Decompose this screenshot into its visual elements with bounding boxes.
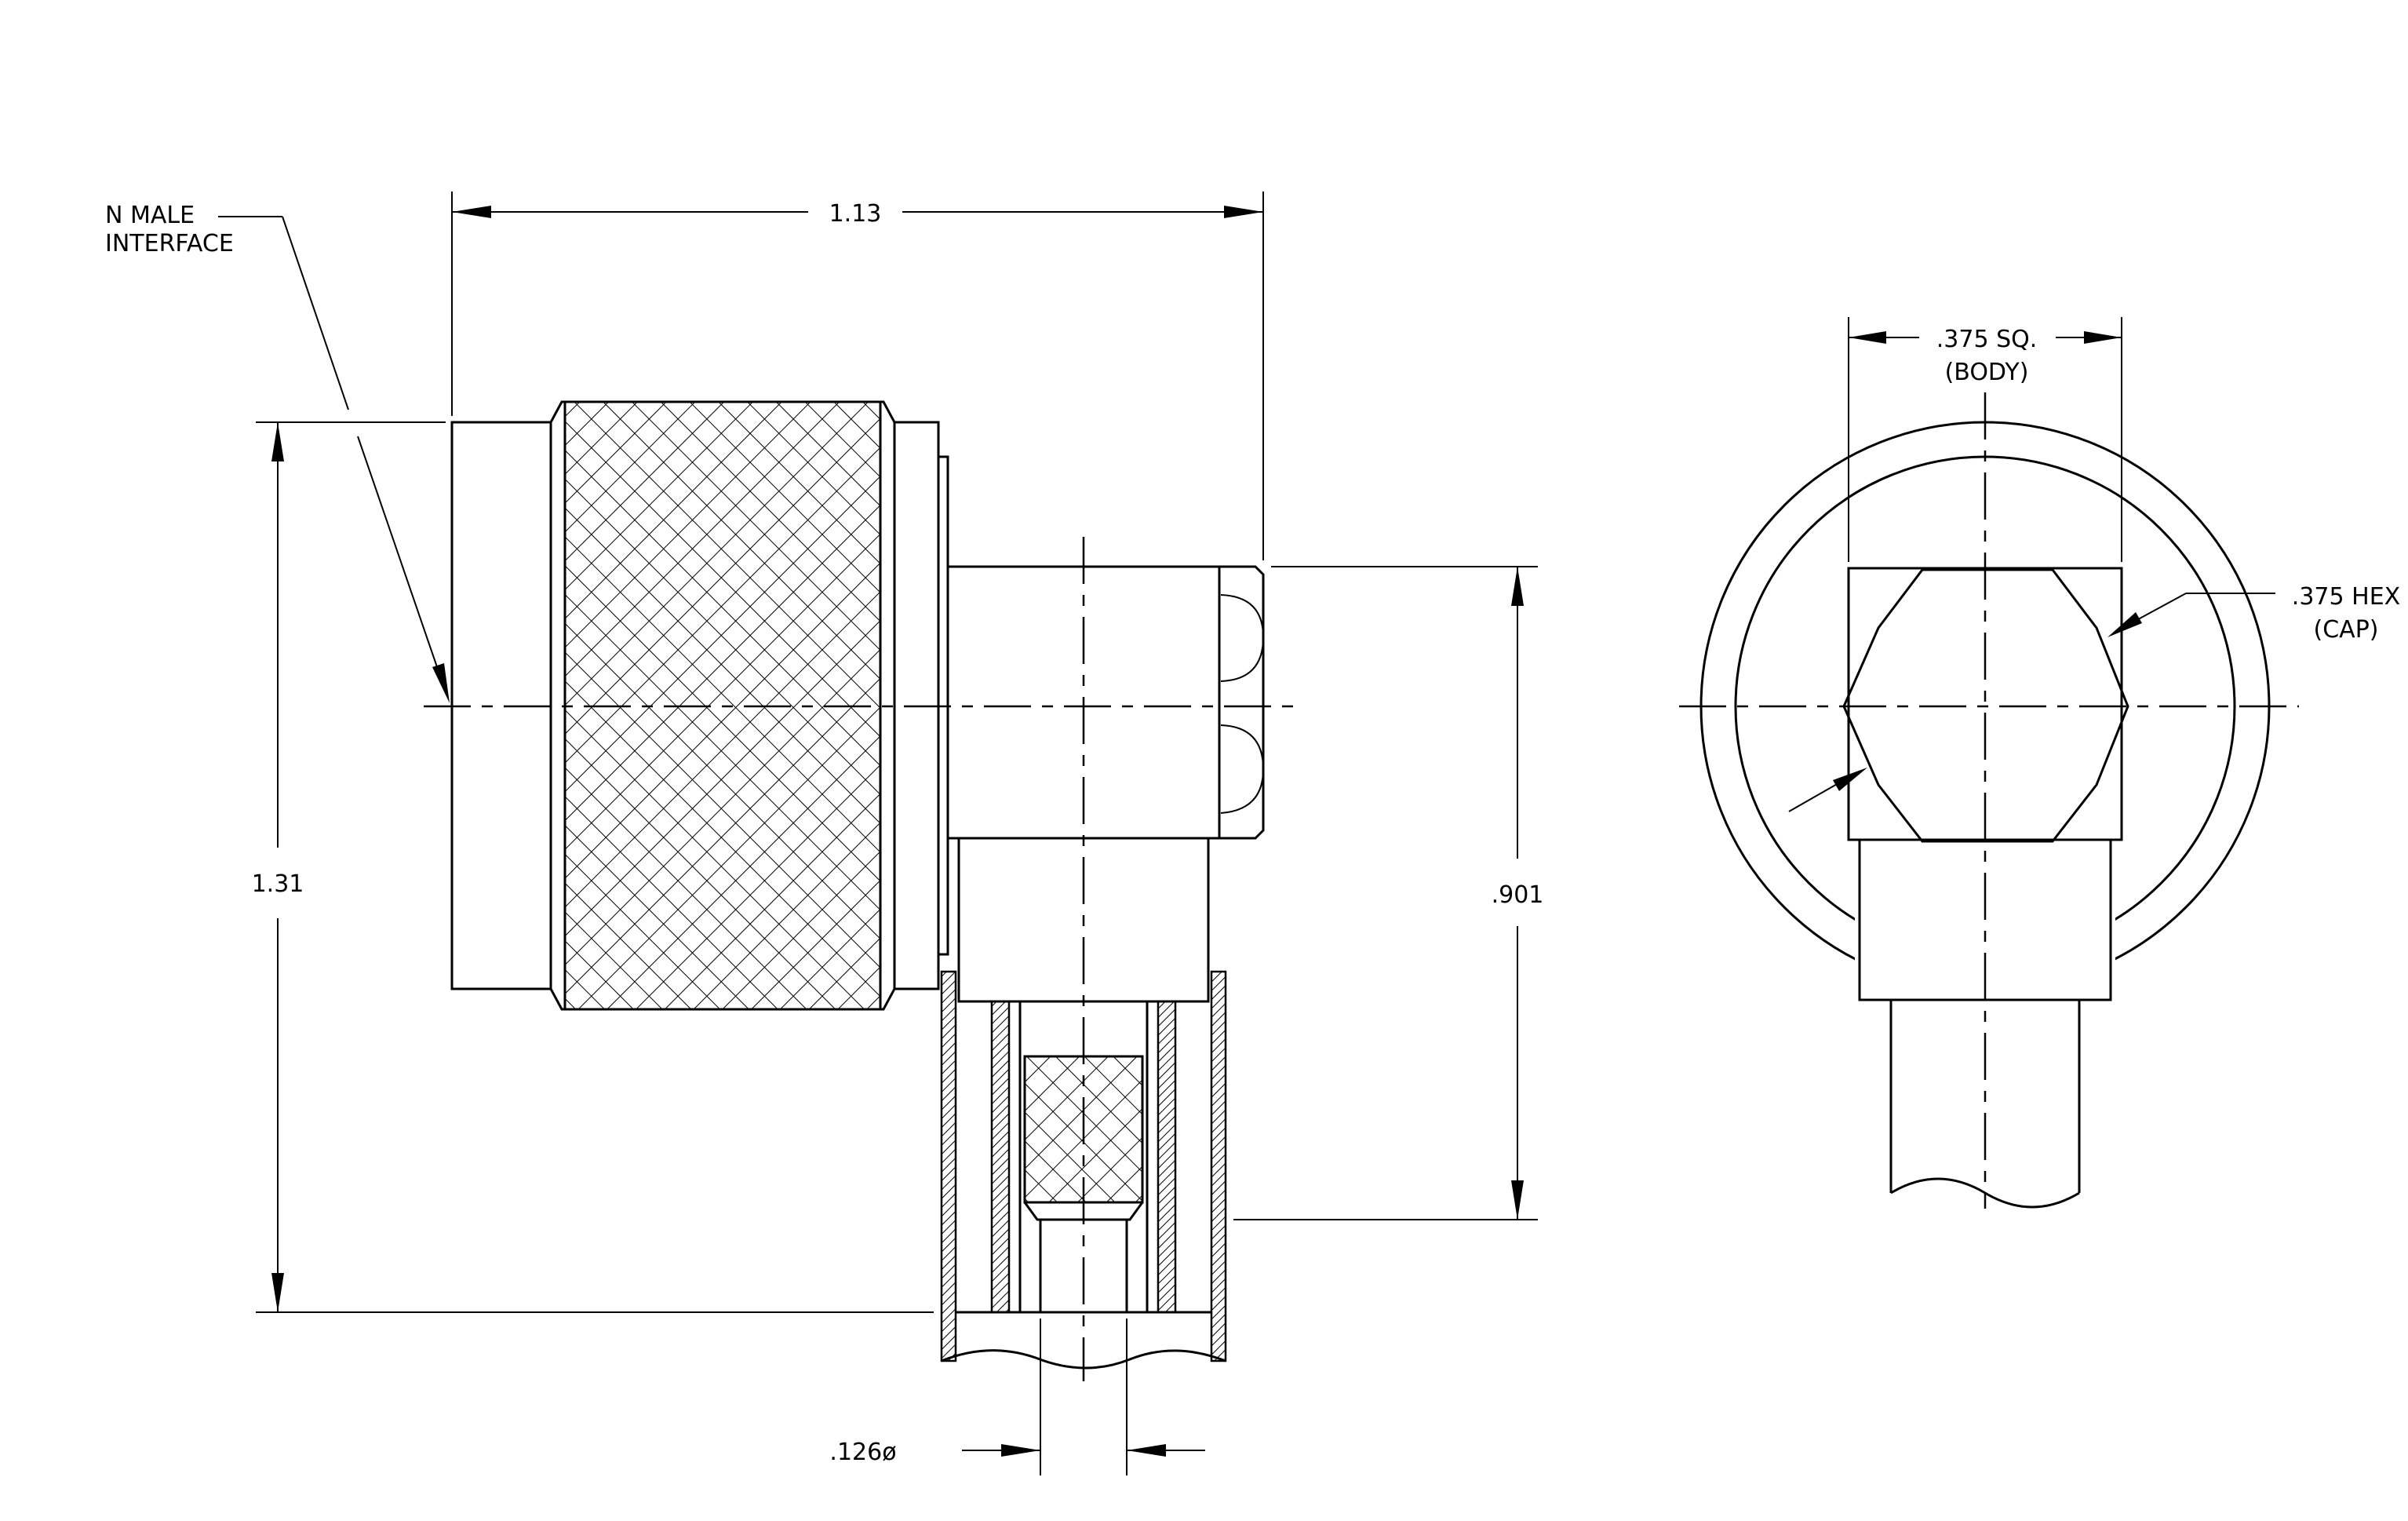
dim-length-label: 1.13	[829, 200, 882, 228]
dim-hex: .375 HEX (CAP)	[1788, 583, 2400, 812]
cap-detail-top	[1220, 594, 1265, 682]
insulator-wall-left	[990, 1000, 1011, 1314]
interface-label-line1: N MALE	[105, 202, 195, 229]
hex-cap	[1842, 568, 2129, 843]
dim-height-label: 1.31	[252, 870, 304, 898]
interface-label-line2: INTERFACE	[105, 230, 234, 257]
dim-drop-label: .901	[1492, 881, 1544, 909]
end-view: .375 SQ. (BODY) .375 HEX (CAP)	[1679, 317, 2400, 1209]
side-view: 1.13 1.31 .901 .126ø N MALE	[105, 191, 1543, 1475]
dim-height: 1.31	[252, 422, 304, 1312]
dim-length: 1.13	[452, 200, 1263, 228]
dim-pin-label: .126ø	[829, 1439, 896, 1466]
hex-cap-side	[1218, 565, 1265, 840]
cap-detail-bottom	[1220, 724, 1265, 814]
dim-hex-label-line1: .375 HEX	[2292, 583, 2400, 611]
dim-square: .375 SQ. (BODY)	[1848, 317, 2122, 562]
ferrule-wall-right	[1210, 970, 1227, 1362]
ferrule-wall-left	[940, 970, 957, 1362]
dim-square-label-line2: (BODY)	[1945, 359, 2029, 386]
dim-drop: .901	[1492, 567, 1544, 1220]
dim-square-label-line1: .375 SQ.	[1936, 326, 2038, 353]
interface-callout: N MALE INTERFACE	[105, 202, 450, 703]
dim-pin: .126ø	[829, 1439, 1205, 1466]
insulator-wall-right	[1157, 1000, 1177, 1314]
dim-hex-label-line2: (CAP)	[2314, 616, 2379, 644]
